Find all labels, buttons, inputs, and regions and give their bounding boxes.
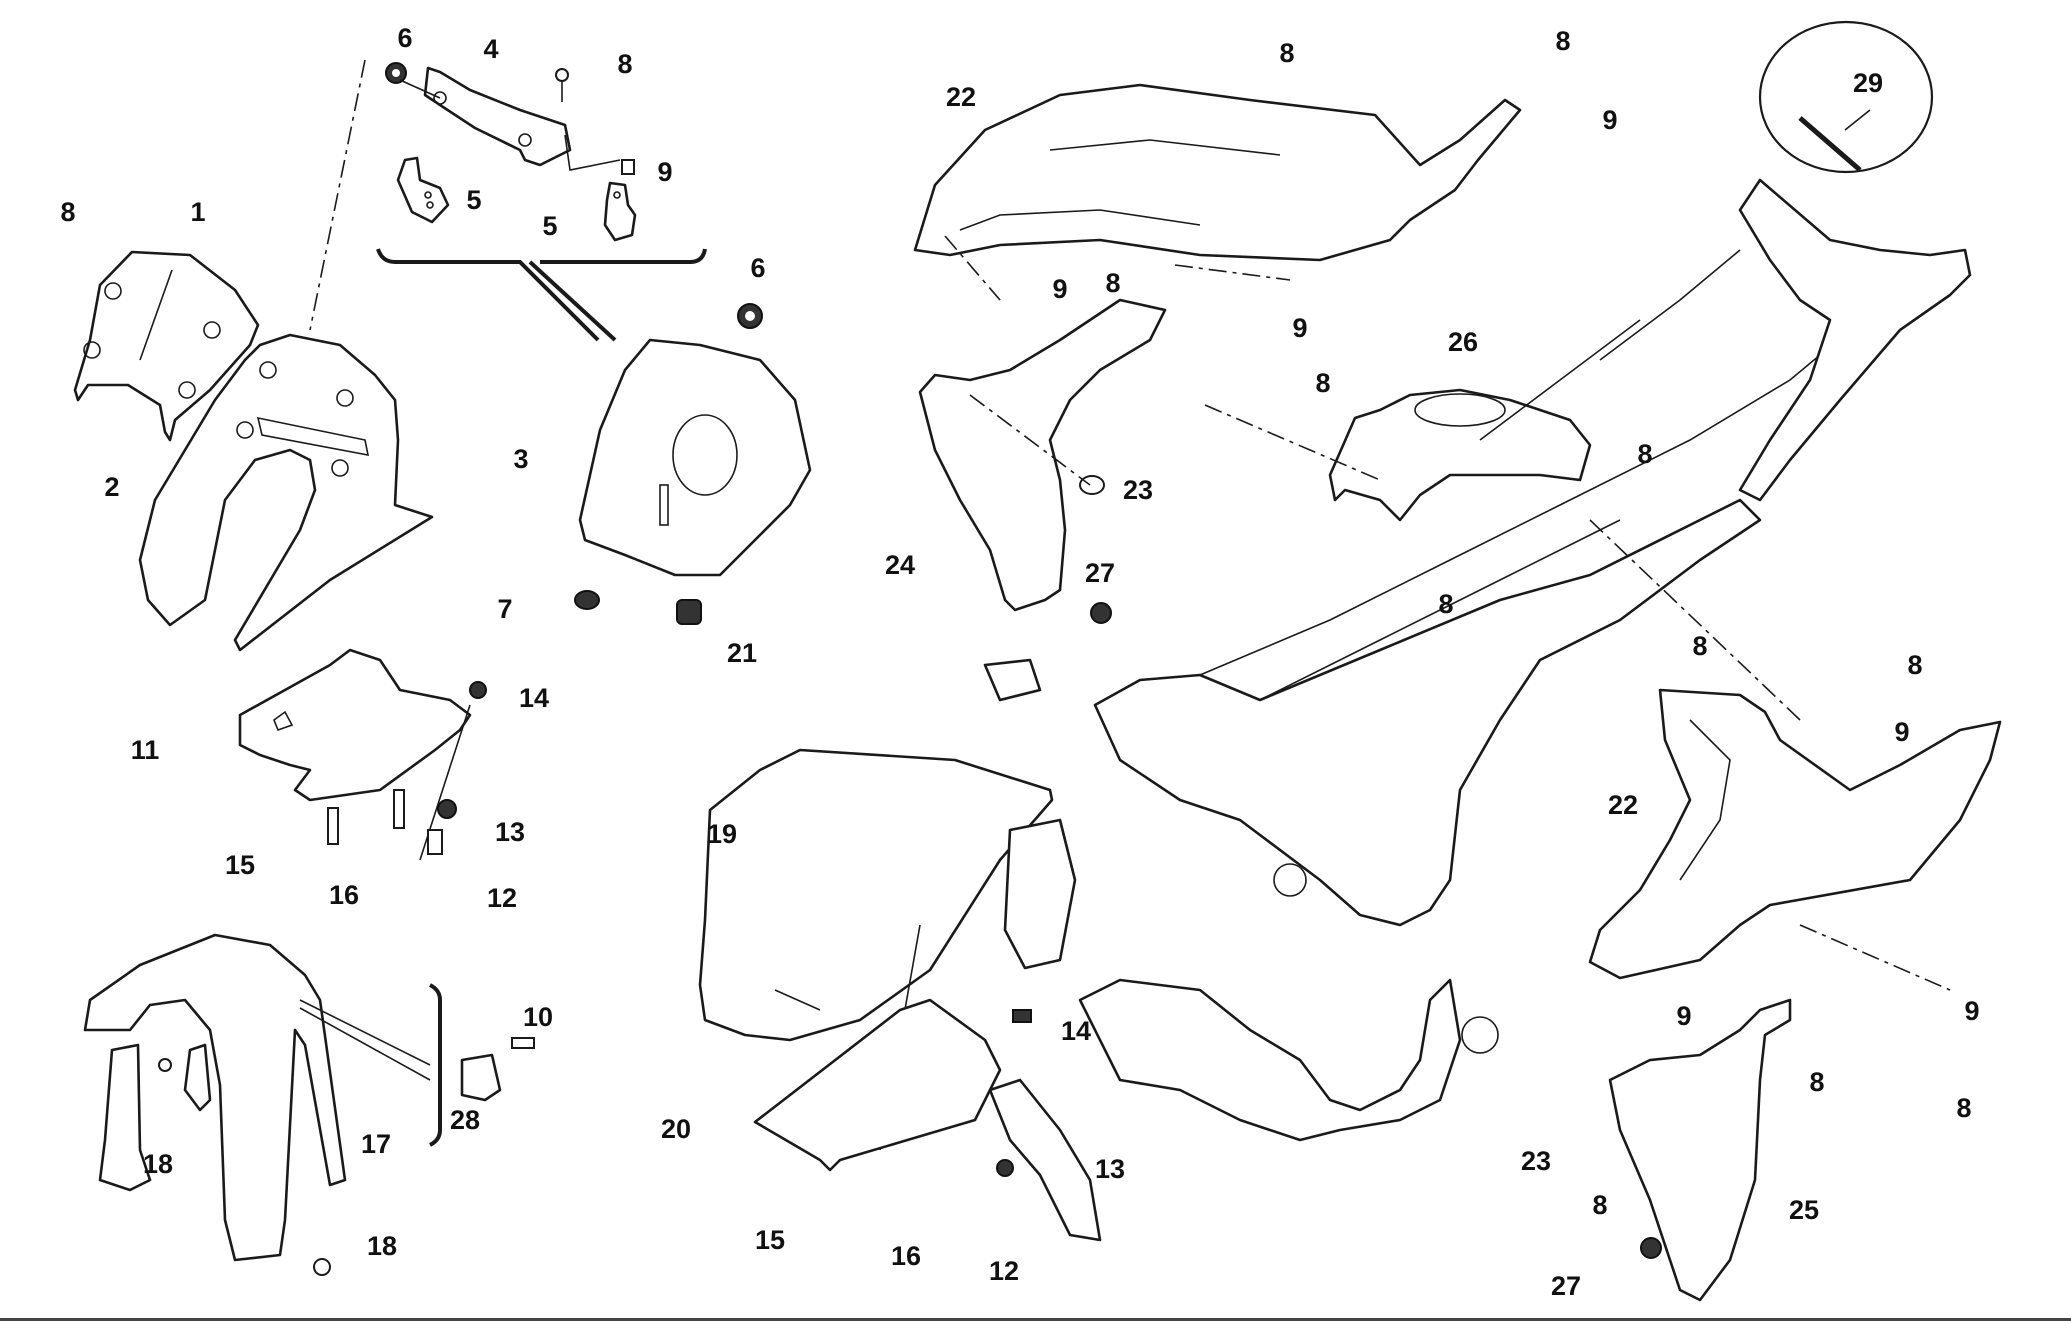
callout-20: 20 (661, 1114, 691, 1144)
callout-19: 19 (707, 819, 737, 849)
callout-22: 22 (946, 82, 976, 112)
callout-7: 7 (497, 594, 512, 624)
callout-25: 25 (1789, 1195, 1819, 1225)
callout-8: 8 (1809, 1067, 1824, 1097)
callout-3: 3 (513, 444, 528, 474)
callout-27: 27 (1085, 558, 1115, 588)
callout-9: 9 (1052, 274, 1067, 304)
inner-panel-part-24 (918, 298, 1167, 624)
callout-17: 17 (361, 1129, 391, 1159)
callout-8: 8 (1692, 631, 1707, 661)
detail-brace-2 (429, 983, 442, 1147)
callout-14: 14 (1061, 1016, 1091, 1046)
callout-9: 9 (1894, 717, 1909, 747)
callout-9: 9 (1602, 105, 1617, 135)
callout-13: 13 (1095, 1154, 1125, 1184)
screw-8 (555, 68, 621, 171)
callout-6: 6 (750, 253, 765, 283)
callout-8: 8 (60, 197, 75, 227)
beak-part-19 (698, 748, 1054, 1151)
bracket-part-5b (603, 181, 637, 242)
callout-11: 11 (131, 735, 160, 765)
callout-28: 28 (450, 1105, 480, 1135)
callout-23: 23 (1123, 475, 1153, 505)
callout-9: 9 (1292, 313, 1307, 343)
bottom-rule (0, 1318, 2071, 1321)
callout-10: 10 (523, 1002, 553, 1032)
rivet-detail-29 (1758, 20, 1934, 174)
callout-26: 26 (1448, 327, 1478, 357)
callout-27: 27 (1551, 1271, 1581, 1301)
callout-8: 8 (1438, 589, 1453, 619)
callout-21: 21 (727, 638, 757, 668)
callout-15: 15 (225, 850, 255, 880)
mudguard-bracket-part-20 (753, 998, 1102, 1242)
pad-part-28 (460, 1053, 502, 1102)
tank-fairing-part-22 (913, 83, 1522, 262)
callout-12: 12 (487, 883, 517, 913)
callout-6: 6 (397, 23, 412, 53)
cover-part-11 (238, 648, 487, 861)
callout-9: 9 (1676, 1001, 1691, 1031)
callout-8: 8 (1907, 650, 1922, 680)
bracket-part-4 (385, 62, 572, 167)
bracket-part-5a (396, 156, 450, 224)
callout-14: 14 (519, 683, 549, 713)
main-frame (983, 178, 1972, 1142)
callout-8: 8 (1279, 38, 1294, 68)
grommet-7 (574, 590, 600, 610)
detail-brace (376, 248, 707, 342)
callout-18: 18 (143, 1149, 173, 1179)
lower-cowl-part-25 (1608, 998, 1792, 1302)
callout-9: 9 (1964, 996, 1979, 1026)
side-fairing-part-22b (1588, 688, 2002, 980)
callout-29: 29 (1853, 68, 1883, 98)
callout-8: 8 (1315, 368, 1330, 398)
callout-5: 5 (466, 185, 481, 215)
callout-8: 8 (1592, 1190, 1607, 1220)
callout-9: 9 (657, 157, 672, 187)
callout-8: 8 (1105, 268, 1120, 298)
callout-8: 8 (617, 49, 632, 79)
callout-24: 24 (885, 550, 915, 580)
tank-cover-part-26 (1328, 388, 1592, 522)
detail-pointer (299, 999, 431, 1081)
push-rivet-23 (1079, 475, 1105, 495)
screw-10 (511, 1037, 535, 1049)
assembly-lines (944, 235, 1951, 991)
callout-13: 13 (495, 817, 525, 847)
callout-5: 5 (542, 211, 557, 241)
grommet-27 (1090, 602, 1112, 624)
bushing-21 (676, 599, 702, 625)
callout-15: 15 (755, 1225, 785, 1255)
windscreen-part-1 (73, 250, 260, 442)
callout-8: 8 (1637, 439, 1652, 469)
callout-2: 2 (104, 472, 119, 502)
callout-8: 8 (1555, 26, 1570, 56)
callout-23: 23 (1521, 1146, 1551, 1176)
front-fender-part-17 (83, 933, 347, 1276)
callout-22: 22 (1608, 790, 1638, 820)
headlight-support-part-3 (574, 303, 812, 625)
assembly-line (309, 59, 366, 331)
callout-8: 8 (1956, 1093, 1971, 1123)
grommet-27b (1640, 1237, 1662, 1259)
headlight-fairing-part-2 (138, 333, 434, 652)
callout-4: 4 (483, 34, 498, 64)
callout-16: 16 (891, 1241, 921, 1271)
fasteners-group-11 (327, 789, 457, 855)
callout-12: 12 (989, 1256, 1019, 1286)
clip-nut-9 (621, 159, 635, 175)
callout-18: 18 (367, 1231, 397, 1261)
callout-1: 1 (190, 197, 205, 227)
callout-16: 16 (329, 880, 359, 910)
